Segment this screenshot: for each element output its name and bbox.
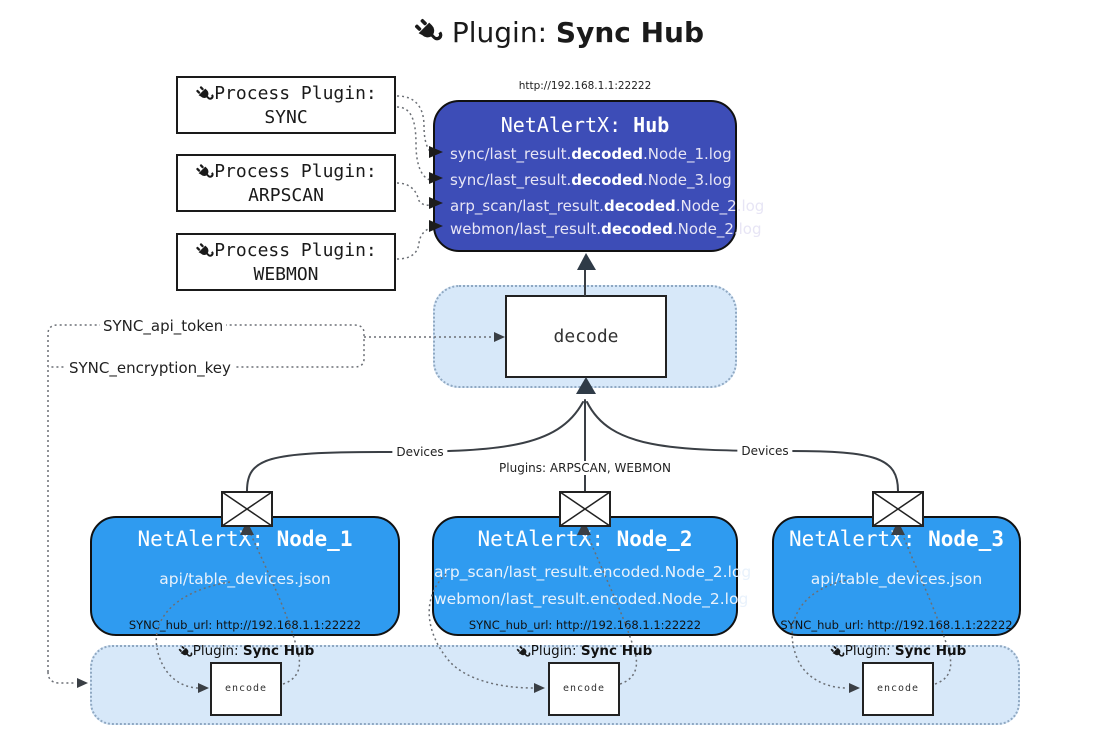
node-title: NetAlertX: Node_1	[137, 527, 353, 551]
process-plugin-box-arpscan: Process Plugin: ARPSCAN	[176, 154, 396, 212]
process-plugin-line: Process Plugin:	[178, 82, 394, 106]
node-title: NetAlertX: Node_2	[477, 527, 693, 551]
plug-icon	[195, 163, 214, 182]
plug-icon	[178, 645, 193, 660]
node-2-box: NetAlertX: Node_2 arp_scan/last_result.e…	[432, 516, 752, 636]
edge-sync-to-hubline2	[396, 106, 431, 181]
edge-label-plugins-mid: Plugins: ARPSCAN, WEBMON	[495, 461, 675, 475]
node-3-box: NetAlertX: Node_3 api/table_devices.json…	[772, 516, 1021, 636]
encoder-plugin-label: Plugin: Sync Hub	[516, 643, 652, 660]
hub-log-line: sync/last_result.decoded.Node_3.log	[450, 171, 732, 189]
encoder-plugin-label: Plugin: Sync Hub	[830, 643, 966, 660]
decode-box: decode	[505, 295, 667, 378]
encode-box-node2: encode	[548, 662, 620, 716]
hub-title-bold: Hub	[633, 113, 670, 137]
node-file: api/table_devices.json	[810, 570, 983, 588]
plug-icon	[195, 242, 214, 261]
edge-label-devices-left: Devices	[392, 445, 448, 459]
node-hub-url: SYNC_hub_url: http://192.168.1.1:22222	[128, 618, 362, 632]
node-hub-url: SYNC_hub_url: http://192.168.1.1:22222	[780, 618, 1013, 632]
plug-icon	[516, 645, 531, 660]
hub-url-label: http://192.168.1.1:22222	[518, 80, 652, 92]
arrowhead-into-hub	[577, 253, 596, 270]
edge-label-devices-right: Devices	[737, 444, 793, 458]
process-plugin-label: Process Plugin:	[214, 240, 377, 261]
edge-sync-to-hubline1	[396, 95, 432, 153]
encoder-plugin-label: Plugin: Sync Hub	[178, 643, 314, 660]
hub-title-prefix: NetAlertX:	[500, 113, 634, 137]
hub-log-line: sync/last_result.decoded.Node_1.log	[450, 145, 732, 163]
process-plugin-label: Process Plugin:	[214, 161, 377, 182]
node-title: NetAlertX: Node_3	[789, 527, 1004, 551]
node-file: api/table_devices.json	[159, 570, 331, 588]
process-plugin-name: SYNC	[264, 107, 308, 128]
process-plugin-line: Process Plugin:	[178, 160, 394, 184]
process-plugin-name: ARPSCAN	[248, 185, 324, 206]
process-plugin-box-webmon: Process Plugin: WEBMON	[176, 233, 396, 291]
node-1-box: NetAlertX: Node_1 api/table_devices.json…	[90, 516, 400, 636]
hub-log-line: arp_scan/last_result.decoded.Node_2.log	[450, 197, 765, 215]
page-title-bold: Sync Hub	[555, 16, 705, 49]
process-plugin-label: Process Plugin:	[214, 83, 377, 104]
edge-arpscan-to-hubline3	[396, 182, 431, 206]
hub-log-line: webmon/last_result.decoded.Node_2.log	[450, 220, 762, 238]
sync-api-token-label: SYNC_api_token	[100, 317, 227, 335]
plug-icon	[195, 85, 214, 104]
plug-icon	[413, 17, 443, 47]
edge-secrets-to-encode-panel	[47, 671, 76, 684]
hub-box: NetAlertX: Hub sync/last_result.decoded.…	[433, 100, 764, 252]
process-plugin-box-sync: Process Plugin: SYNC	[176, 76, 396, 134]
page-title: Plugin: Sync Hub	[0, 16, 1117, 49]
arrowhead-into-encode-panel	[77, 678, 88, 688]
node-file: webmon/last_result.encoded.Node_2.log	[434, 590, 749, 608]
node-file: arp_scan/last_result.encoded.Node_2.log	[434, 563, 752, 581]
sync-encryption-key-label: SYNC_encryption_key	[66, 359, 234, 377]
process-plugin-name: WEBMON	[253, 264, 319, 285]
plug-icon	[830, 645, 845, 660]
hub-title: NetAlertX: Hub	[435, 113, 735, 137]
page-title-prefix: Plugin:	[451, 16, 556, 49]
encode-box-node1: encode	[210, 662, 282, 716]
edge-webmon-to-hubline4	[396, 227, 431, 260]
encode-box-node3: encode	[862, 662, 934, 716]
node-hub-url: SYNC_hub_url: http://192.168.1.1:22222	[468, 618, 702, 632]
process-plugin-line: Process Plugin:	[178, 239, 394, 263]
